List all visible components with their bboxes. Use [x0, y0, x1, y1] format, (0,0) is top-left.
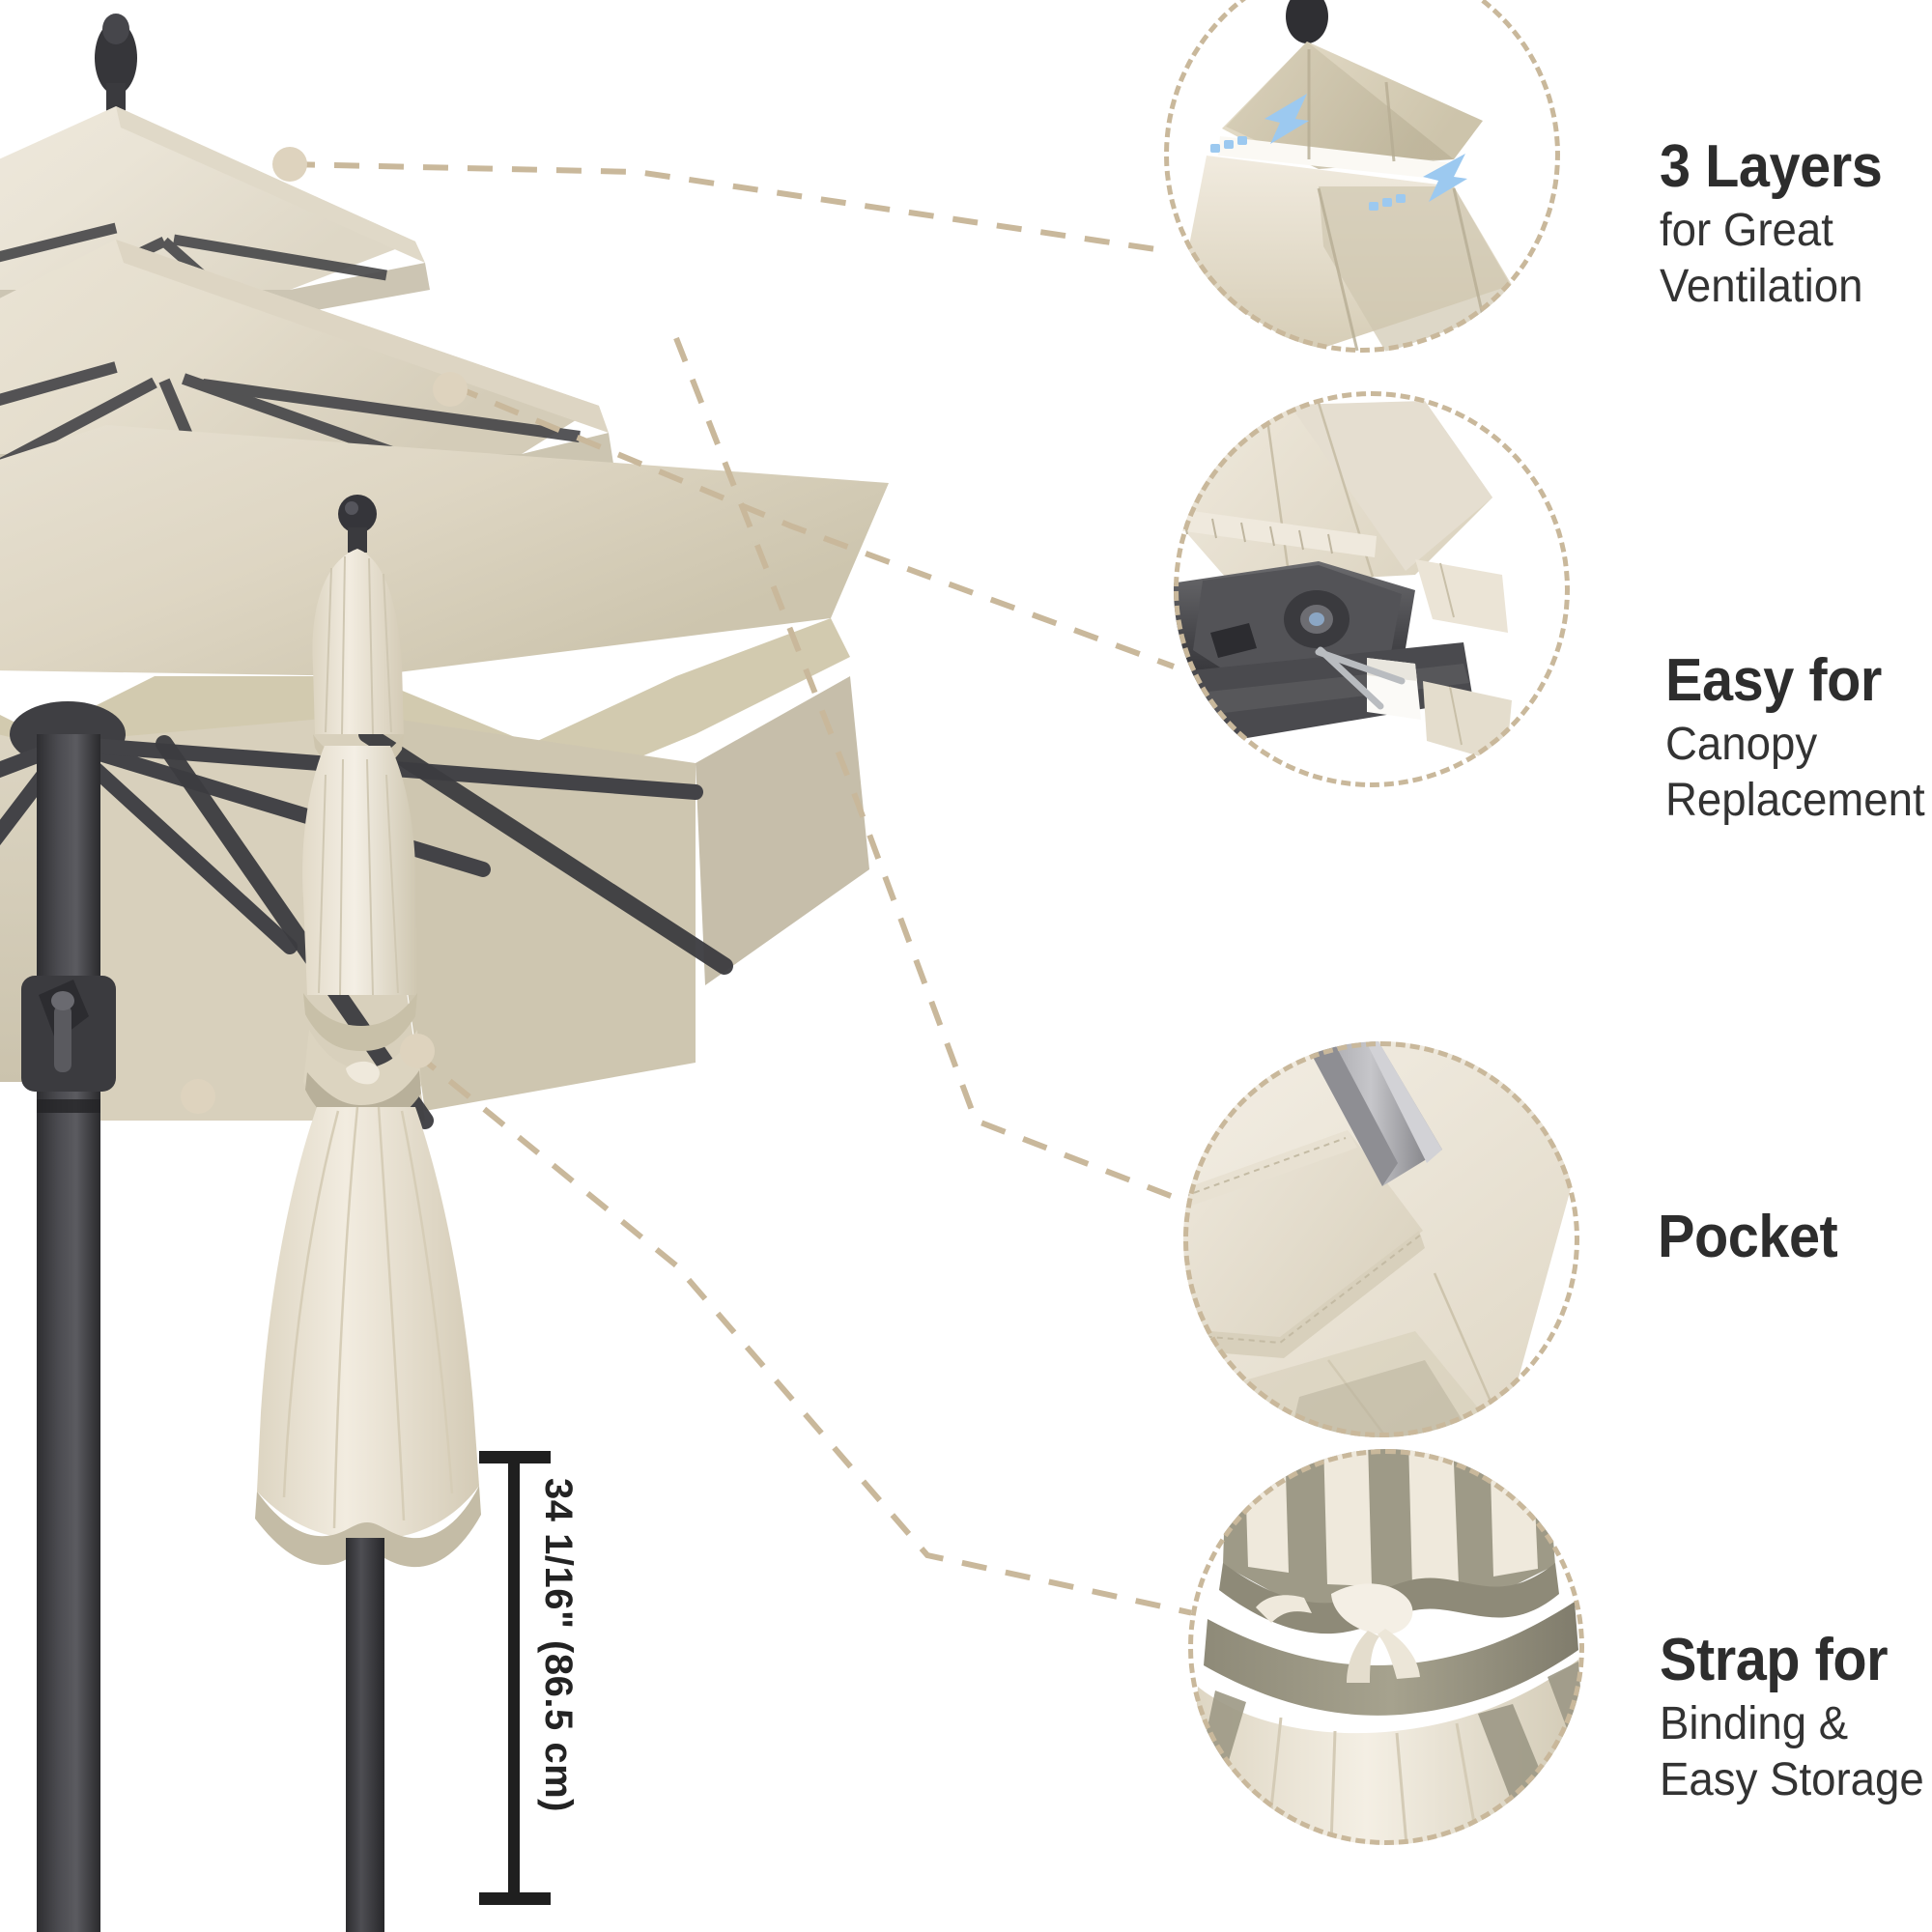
folded-umbrella-pole [346, 1538, 384, 1932]
feature-text-pocket: Pocket [1658, 1204, 1851, 1270]
feature-sub-canopy-1: Canopy [1665, 718, 1818, 770]
feature-sub-ventilation-1: for Great [1660, 204, 1833, 256]
feature-sub-ventilation-2: Ventilation [1660, 260, 1863, 312]
white-strap-icon [1315, 646, 1421, 720]
callout-image-canopy-replacement [1174, 391, 1570, 787]
dimension-line [508, 1451, 520, 1905]
feature-title-canopy-replacement: Easy for [1665, 647, 1882, 714]
feature-text-canopy-replacement: Easy for Canopy Replacement [1665, 647, 1932, 826]
finial-folded [338, 495, 377, 553]
feature-title-strap: Strap for [1660, 1627, 1889, 1693]
pole-rib-icon [1304, 1041, 1442, 1186]
feature-text-ventilation: 3 Layers for Great Ventilation [1660, 133, 1899, 312]
umbrella-pole [37, 734, 100, 1932]
feature-sub-canopy-2: Replacement [1665, 774, 1925, 826]
dimension-label: 34 1/16" (86.5 cm) [537, 1478, 580, 1812]
callout-image-pocket [1183, 1041, 1579, 1437]
tie-strap-icon [1204, 1583, 1578, 1716]
callout-image-ventilation [1164, 0, 1560, 353]
feature-title-ventilation: 3 Layers [1660, 133, 1883, 200]
feature-title-pocket: Pocket [1658, 1204, 1838, 1270]
airflow-arrows-icon [1210, 94, 1467, 211]
feature-text-strap: Strap for Binding & Easy Storage [1660, 1627, 1932, 1805]
feature-sub-strap-1: Binding & [1660, 1697, 1849, 1749]
crank-handle [21, 976, 116, 1092]
feature-sub-strap-2: Easy Storage [1660, 1753, 1924, 1805]
finial-top [95, 14, 137, 112]
dimension-tick-bottom [479, 1892, 551, 1905]
callout-image-strap [1188, 1449, 1584, 1845]
